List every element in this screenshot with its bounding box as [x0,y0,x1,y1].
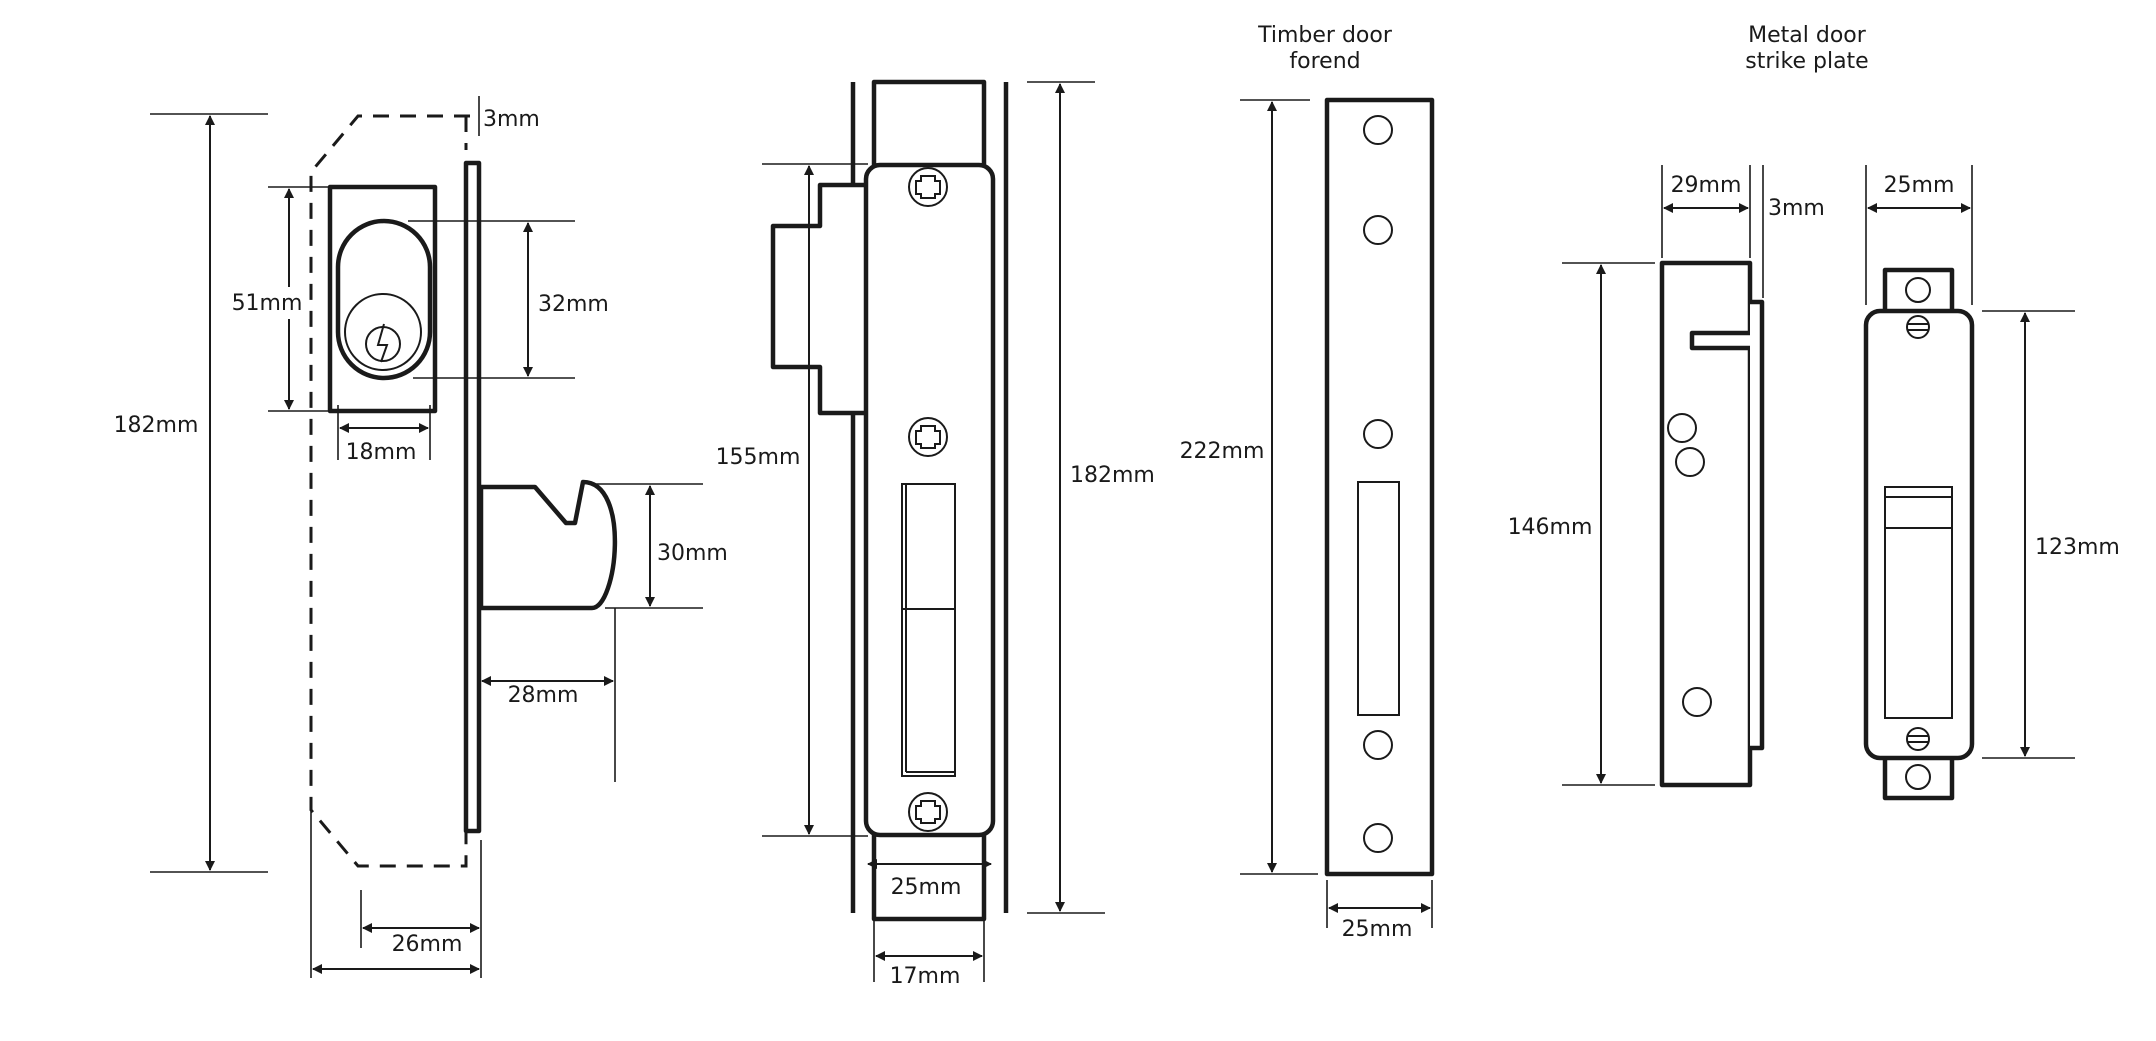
label-mask [234,287,300,319]
screw-middle-icon [908,417,948,457]
screw-top-icon [1906,315,1930,339]
label-strike-side-width: 29mm [1671,173,1742,198]
label-cylinder-width: 18mm [346,440,417,465]
label-mask [2032,530,2124,564]
hook-side-profile [770,182,866,416]
title-timber-line1: Timber door [1257,23,1393,48]
screw-top-icon [908,167,948,207]
screw-hole [1905,764,1931,790]
label-body-width: 17mm [890,964,961,989]
label-hook-height: 30mm [657,541,728,566]
screw-hole [1682,687,1712,717]
screw-hole [1667,413,1697,443]
label-mask [715,440,805,474]
label-strike-front-width: 25mm [1884,173,1955,198]
key-icon [376,323,389,363]
label-strike-side-height: 146mm [1508,515,1593,540]
screw-bottom-icon [908,792,948,832]
lock-face-view: 155mm 182mm 25mm 17mm [715,79,1158,989]
label-hook-throw: 28mm [508,683,579,708]
bolt-slot [901,483,956,777]
label-lock-height: 182mm [114,413,199,438]
label-forend-width: 25mm [1342,917,1413,942]
label-slot-length: 155mm [716,445,801,470]
label-cylinder-height: 32mm [538,292,609,317]
screw-hole [1363,215,1393,245]
screw-hole [1905,277,1931,303]
title-timber-line2: forend [1289,49,1360,74]
screw-hole [1363,115,1393,145]
forend-slot [1357,481,1400,716]
label-strike-lip: 3mm [1768,196,1825,221]
lock-side-view: 182mm 3mm 51mm 32mm 18mm 30mm 28mm [110,96,728,978]
screw-hole [1675,447,1705,477]
strike-side-notch [1689,330,1750,351]
strike-side-lip [1750,299,1765,751]
screw-bottom-icon [1906,727,1930,751]
label-mask [1068,458,1158,492]
screw-hole [1363,823,1393,853]
hook-bolt [478,479,618,611]
label-strike-front-height: 123mm [2035,535,2120,560]
label-mask [110,408,200,442]
screw-hole [1363,730,1393,760]
label-faceplate-width: 25mm [891,875,962,900]
label-mask [1505,510,1597,544]
label-cylinder-housing: 51mm [232,291,303,316]
timber-forend-view: Timber door forend 222mm 25mm [1178,23,1435,942]
title-metal-line1: Metal door [1748,23,1867,48]
metal-strike-plate-view: Metal door strike plate 29mm 3mm 146mm [1505,23,2124,801]
cylinder-plug [344,293,422,371]
title-metal-line2: strike plate [1745,49,1868,74]
label-backplate-offset: 3mm [483,107,540,132]
label-forend-height: 222mm [1180,439,1265,464]
backplate [463,160,482,834]
label-mask [1178,434,1268,468]
screw-hole [1363,419,1393,449]
label-case-height: 182mm [1070,463,1155,488]
strike-front-slot [1884,486,1953,719]
label-backset: 26mm [392,932,463,957]
